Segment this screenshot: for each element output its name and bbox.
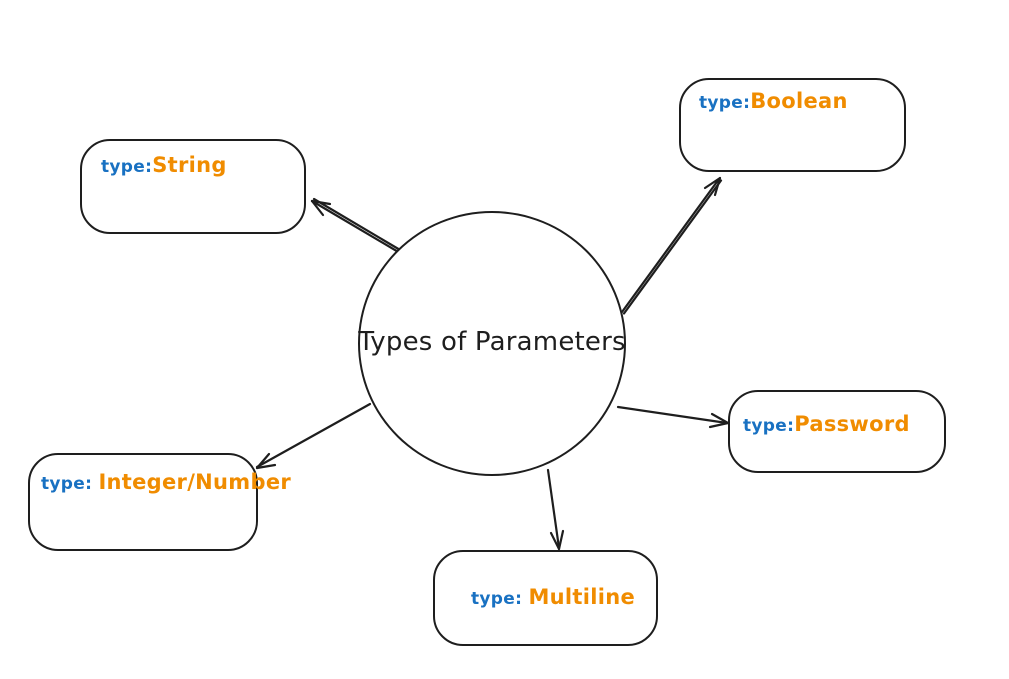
arrow-to-password[interactable] [616,405,730,429]
node-integer-number-type-prefix: type: [41,474,99,494]
arrow-to-integer-number[interactable] [255,402,372,470]
node-password-type-value: Password [794,412,910,436]
node-string-type-value: String [152,153,227,177]
node-string[interactable]: type:String [80,139,306,234]
node-password[interactable]: type:Password [728,390,946,473]
node-boolean-type-value: Boolean [750,89,848,113]
center-node-label: Types of Parameters [358,326,626,357]
node-integer-number-type-value: Integer/Number [98,470,292,494]
node-boolean-type-prefix: type: [699,93,751,113]
node-integer-number[interactable]: type: Integer/Number [28,453,291,551]
center-node-circle[interactable]: Types of Parameters [358,211,626,476]
arrow-to-boolean[interactable] [620,176,723,315]
arrow-to-string[interactable] [310,197,403,255]
node-multiline-type-value: Multiline [528,585,636,609]
node-boolean[interactable]: type:Boolean [679,78,906,172]
node-multiline[interactable]: type: Multiline [433,550,658,646]
node-multiline-type-prefix: type: [471,589,529,609]
node-string-type-prefix: type: [101,157,153,177]
arrow-to-multiline[interactable] [546,468,565,551]
node-password-type-prefix: type: [743,416,795,436]
